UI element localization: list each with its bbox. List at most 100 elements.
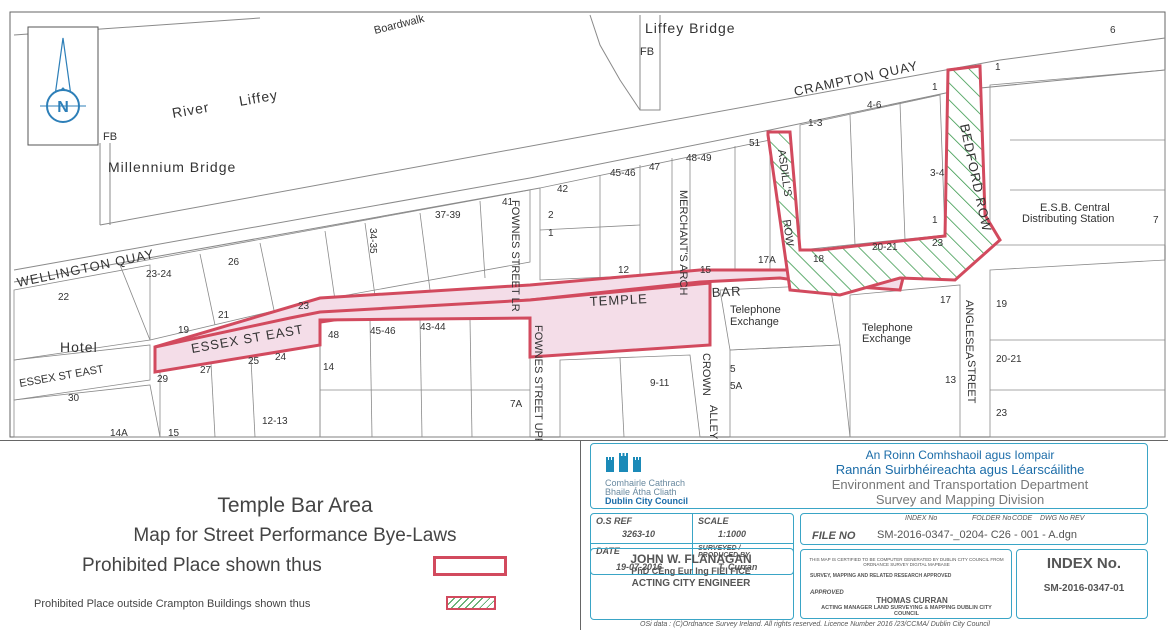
house-number: 1-3 bbox=[808, 118, 823, 129]
survey-approved-text: SURVEY, MAPPING AND RELATED RESEARCH APP… bbox=[810, 573, 952, 579]
council-english: Dublin City Council bbox=[605, 496, 688, 506]
certification-frame bbox=[800, 549, 1012, 619]
house-number: 19 bbox=[996, 299, 1008, 310]
house-number: 4-6 bbox=[867, 100, 882, 111]
exchange-label-1: Exchange bbox=[730, 316, 779, 328]
file-head-rev: REV bbox=[1070, 515, 1085, 522]
asdills-row-label: ROW bbox=[780, 219, 796, 248]
dept-irish-1: An Roinn Comhshaoil agus Iompair bbox=[865, 448, 1055, 462]
house-number: 47 bbox=[649, 162, 661, 173]
house-numbers: 6 1 1 4-6 1-3 3-4 1 20-21 23 18 17A 51 4… bbox=[58, 25, 1159, 439]
file-no-value: SM-2016-0347-_0204- C26 - 001 - A.dgn bbox=[877, 529, 1077, 541]
engineer-qualifications: PhD CEng Eur Ing FIEI FICE bbox=[631, 566, 751, 576]
house-number: 48-49 bbox=[686, 153, 712, 164]
house-number: 42 bbox=[557, 184, 569, 195]
house-number: 43-44 bbox=[420, 322, 446, 333]
house-number: 1 bbox=[548, 228, 554, 239]
house-number: 5 bbox=[730, 364, 736, 375]
house-number: 29 bbox=[157, 374, 169, 385]
legend-prohibited-outside-label: Prohibited Place outside Crampton Buildi… bbox=[34, 598, 311, 610]
house-number: 45-46 bbox=[370, 326, 396, 337]
engineer-role: ACTING CITY ENGINEER bbox=[631, 578, 751, 589]
house-number: 27 bbox=[200, 365, 212, 376]
house-number: 7 bbox=[1153, 215, 1159, 226]
fb-label-1: FB bbox=[640, 46, 654, 58]
house-number: 37-39 bbox=[435, 210, 461, 221]
millennium-bridge-label: Millennium Bridge bbox=[108, 159, 236, 175]
hotel-label: Hotel bbox=[60, 339, 98, 355]
house-number: 25 bbox=[248, 356, 260, 367]
date-label: DATE bbox=[596, 546, 620, 556]
temple-label: TEMPLE bbox=[589, 291, 648, 309]
house-number: 23 bbox=[932, 238, 944, 249]
scale-value: 1:1000 bbox=[718, 529, 747, 539]
house-number: 22 bbox=[58, 292, 70, 303]
river-label-2: Liffey bbox=[238, 86, 279, 109]
street-map[interactable]: N River Liffey Liffey Bridge FB FB Mille… bbox=[0, 0, 1168, 440]
fb-label-2: FB bbox=[103, 131, 117, 143]
house-number: 19 bbox=[178, 325, 190, 336]
fownes-upper-label: FOWNES STREET UPPER bbox=[532, 325, 544, 440]
bar-label: BAR bbox=[711, 283, 741, 300]
house-number: 14 bbox=[323, 362, 335, 373]
house-number: 24 bbox=[275, 352, 287, 363]
legend-prohibited-label: Prohibited Place shown thus bbox=[82, 555, 322, 576]
house-number: 15 bbox=[700, 265, 712, 276]
house-number: 17A bbox=[758, 255, 776, 266]
grid-line-v2 bbox=[692, 543, 693, 575]
os-ref-label: O.S REF bbox=[596, 516, 633, 526]
house-number: 51 bbox=[749, 138, 761, 149]
hatched-area-asdills-bedford[interactable] bbox=[766, 64, 1002, 297]
house-number: 17 bbox=[940, 295, 952, 306]
dept-irish-2: Rannán Suirbhéireachta agus Léarscáilith… bbox=[835, 462, 1085, 477]
certified-text: THIS MAP IS CERTIFIED TO BE COMPUTER GEN… bbox=[809, 557, 1004, 567]
house-number: 23 bbox=[996, 408, 1008, 419]
merchants-arch-label: MERCHANT'S ARCH bbox=[677, 190, 689, 295]
title-block bbox=[580, 440, 1168, 630]
approver-role: ACTING MANAGER LAND SURVEYING & MAPPING … bbox=[821, 605, 992, 617]
river-label-1: River bbox=[171, 99, 211, 121]
house-number: 45-46 bbox=[610, 168, 636, 179]
telephone-label-2: Telephone bbox=[862, 322, 913, 334]
house-number: 3-4 bbox=[930, 168, 945, 179]
approved-label: APPROVED bbox=[810, 590, 844, 596]
os-ref-value: 3263-10 bbox=[622, 529, 656, 539]
esb-label-1: E.S.B. Central bbox=[1040, 202, 1110, 214]
dept-english-1: Environment and Transportation Departmen… bbox=[831, 477, 1089, 492]
alley-label: ALLEY bbox=[707, 405, 719, 440]
grid-line-v bbox=[692, 513, 693, 544]
prohibited-area-main-street[interactable] bbox=[153, 281, 712, 374]
osi-credit: OSi data : (C)Ordnance Survey Ireland. A… bbox=[640, 621, 990, 628]
liffey-bridge-label: Liffey Bridge bbox=[645, 20, 736, 36]
house-number: 23-24 bbox=[146, 269, 172, 280]
file-no-label: FILE NO bbox=[812, 530, 856, 542]
house-number: 21 bbox=[218, 310, 230, 321]
house-number: 9-11 bbox=[650, 378, 670, 389]
crown-label: CROWN bbox=[700, 353, 712, 396]
telephone-label-1: Telephone bbox=[730, 304, 781, 316]
legend-panel bbox=[0, 440, 580, 631]
fownes-lr-label: FOWNES STREET LR bbox=[509, 200, 521, 312]
engineer-name: JOHN W. FLANAGAN bbox=[630, 552, 752, 566]
title-block-header-frame bbox=[590, 443, 1148, 509]
street-label: STREET bbox=[965, 360, 977, 404]
house-number: 20-21 bbox=[996, 354, 1022, 365]
file-head-dwg: DWG No bbox=[1040, 515, 1068, 522]
compass-north-letter: N bbox=[57, 99, 69, 116]
engineer-frame bbox=[590, 548, 794, 620]
dublin-city-council-logo bbox=[606, 453, 641, 472]
approver-name: THOMAS CURRAN bbox=[876, 596, 948, 605]
house-number: 15 bbox=[168, 428, 180, 439]
house-number: 14A bbox=[110, 428, 128, 439]
index-label: INDEX No. bbox=[1046, 555, 1122, 572]
scale-label: SCALE bbox=[698, 516, 729, 526]
house-number: 7A bbox=[510, 399, 523, 410]
dept-english-2: Survey and Mapping Division bbox=[875, 492, 1045, 507]
house-number: 12 bbox=[618, 265, 630, 276]
buildings bbox=[13, 69, 1166, 438]
council-irish-1: Comhairle Cathrach bbox=[605, 478, 686, 488]
legend-hatched-swatch bbox=[446, 596, 496, 610]
esb-label-2: Distributing Station bbox=[1022, 213, 1114, 225]
file-no-frame bbox=[800, 513, 1148, 545]
